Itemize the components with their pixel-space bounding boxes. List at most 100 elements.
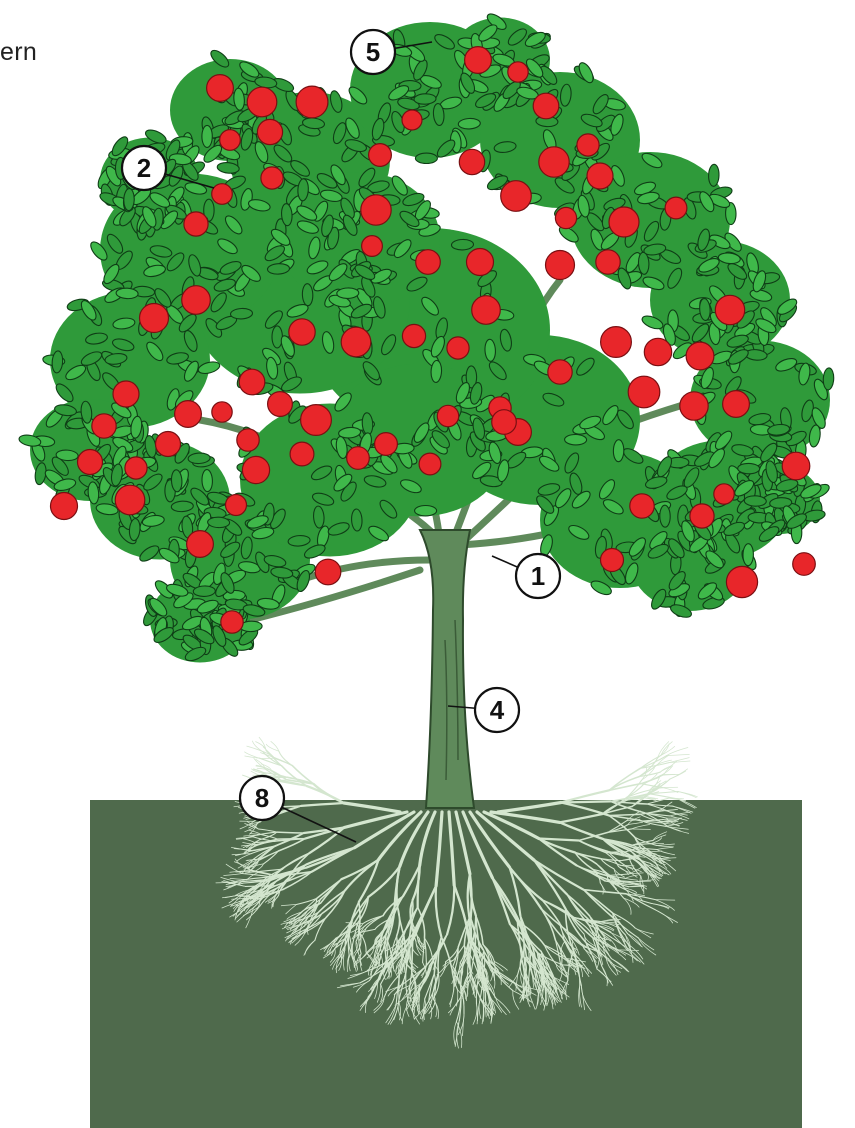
leaf: [451, 239, 473, 250]
leaf: [743, 544, 754, 566]
fruit: [630, 494, 654, 518]
leaf: [415, 506, 437, 516]
fruit: [369, 144, 392, 167]
fruit: [437, 405, 458, 426]
leaf: [738, 463, 760, 474]
fruit: [465, 47, 492, 74]
fruit: [184, 212, 208, 236]
fruit: [187, 531, 214, 558]
fruit: [714, 484, 734, 504]
leaf: [414, 93, 436, 104]
fruit: [242, 456, 269, 483]
root-segment: [632, 829, 651, 830]
fruit: [301, 405, 332, 436]
root-segment: [279, 751, 293, 766]
fruit: [115, 485, 145, 515]
leaf: [744, 495, 766, 506]
callout-trunk-junction: 1: [492, 554, 560, 598]
root-segment: [649, 779, 670, 794]
fruit: [548, 360, 572, 384]
fruit: [726, 566, 757, 597]
fruit: [686, 342, 714, 370]
fruit: [156, 432, 181, 457]
leaf: [202, 125, 212, 147]
fruit: [78, 450, 103, 475]
leaf: [415, 153, 437, 163]
fruit: [793, 553, 816, 576]
fruit: [315, 559, 341, 585]
leaf: [337, 288, 359, 299]
fruit: [501, 181, 532, 212]
root-segment: [277, 832, 304, 833]
fruit: [609, 207, 639, 237]
fruit: [226, 495, 247, 516]
fruit: [237, 429, 259, 451]
fruit: [596, 250, 620, 274]
fruit: [715, 295, 744, 324]
canopy: [18, 11, 834, 663]
fruit: [212, 184, 233, 205]
leaf: [302, 284, 313, 306]
fruit: [472, 296, 501, 325]
fruit: [419, 453, 441, 475]
leaf: [207, 517, 229, 528]
fruit: [539, 147, 569, 177]
fruit: [665, 197, 687, 219]
fruit: [257, 119, 282, 144]
fruit: [362, 236, 383, 257]
fruit: [268, 392, 293, 417]
fruit: [221, 611, 243, 633]
fruit: [92, 414, 116, 438]
fruit: [628, 376, 660, 408]
fruit: [51, 493, 78, 520]
leaf: [823, 368, 835, 391]
callout-number: 8: [255, 783, 269, 813]
fruit: [140, 304, 169, 333]
root-segment: [667, 755, 690, 756]
fruit: [546, 251, 575, 280]
fruit: [492, 410, 517, 435]
fruit: [533, 93, 559, 119]
leaf: [202, 469, 213, 491]
fruit: [247, 87, 277, 117]
fruit: [296, 86, 328, 118]
fruit: [182, 286, 211, 315]
leaf: [272, 326, 282, 348]
fruit: [601, 549, 624, 572]
leaf: [660, 505, 671, 527]
root-segment: [561, 801, 611, 802]
leaf: [613, 440, 624, 462]
fruit: [375, 433, 398, 456]
fruit: [555, 207, 576, 228]
fruit: [601, 327, 632, 358]
leaf: [565, 434, 587, 445]
fruit: [416, 250, 441, 275]
fruit: [782, 452, 810, 480]
leaf: [193, 586, 215, 597]
fruit: [508, 62, 528, 82]
callout-number: 4: [490, 695, 505, 725]
fruit: [723, 391, 750, 418]
fruit: [220, 130, 241, 151]
fruit: [207, 75, 234, 102]
leaf: [708, 164, 719, 186]
fruit: [125, 457, 147, 479]
fruit: [467, 249, 494, 276]
fruit: [644, 338, 671, 365]
callout-number: 1: [531, 561, 545, 591]
root-segment: [670, 769, 688, 779]
fruit: [459, 149, 484, 174]
fruit: [447, 337, 469, 359]
fruit: [341, 327, 371, 357]
fruit: [212, 402, 232, 422]
fruit: [690, 504, 714, 528]
soil-block: [90, 800, 802, 1128]
fruit: [402, 324, 425, 347]
fruit: [175, 401, 202, 428]
fruit: [577, 134, 599, 156]
fruit: [347, 447, 370, 470]
root-segment: [247, 746, 263, 752]
fruit: [113, 381, 139, 407]
fruit: [587, 163, 613, 189]
